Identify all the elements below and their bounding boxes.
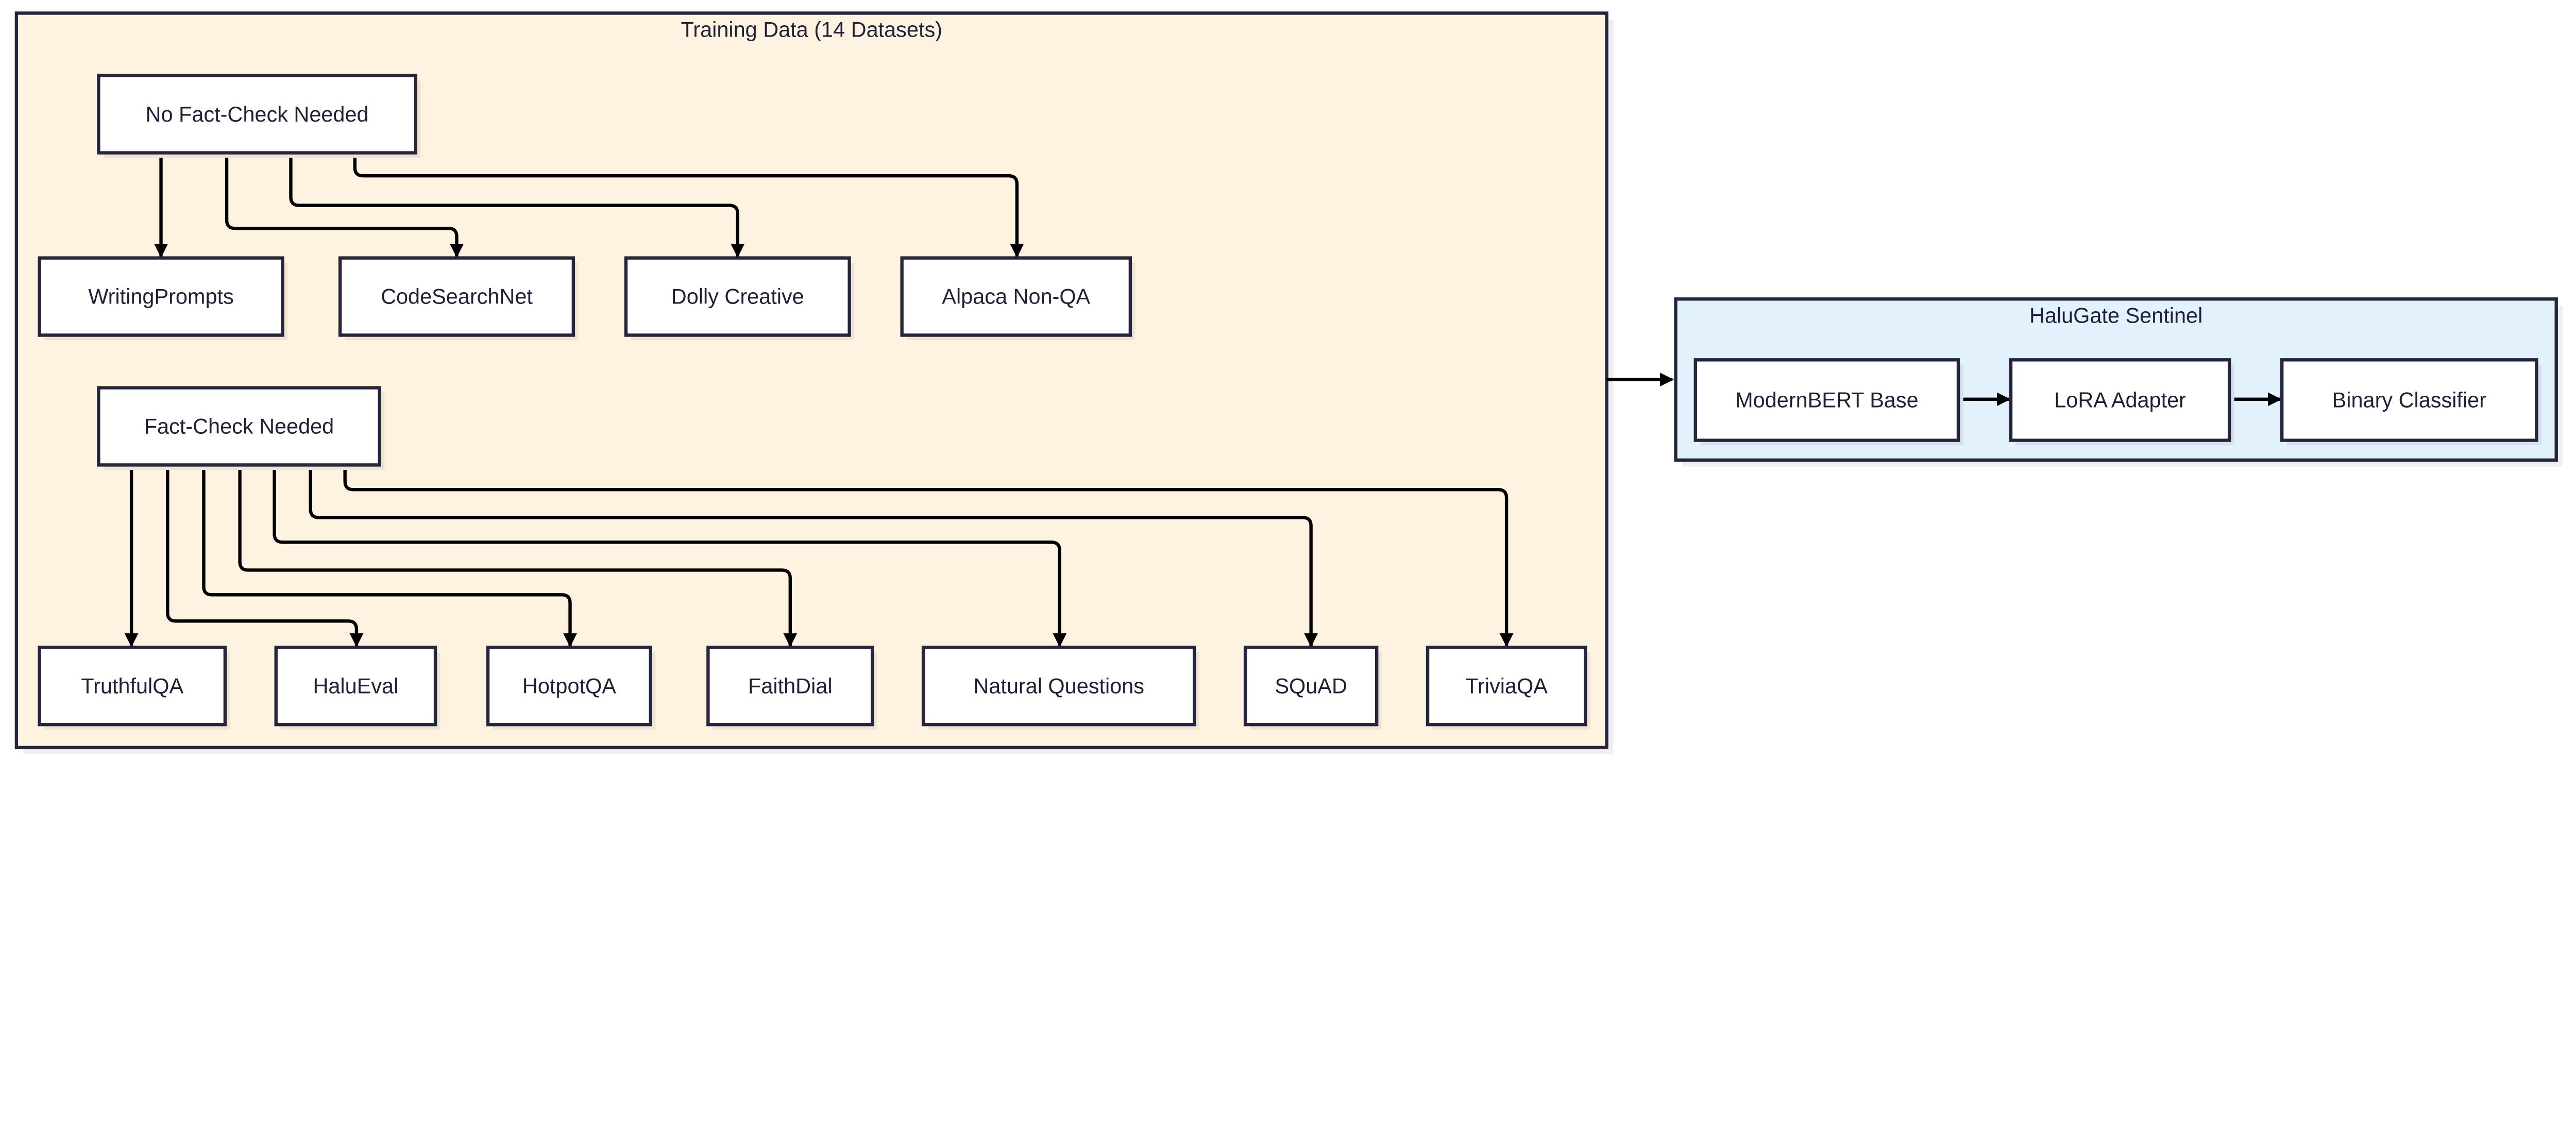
dataset-node-triviaqa[interactable]: TriviaQA [1426,646,1590,730]
fact-check-node-box [97,386,381,467]
dataset-node-codesearchnet-box [338,256,575,337]
dataset-node-natural-questions-label: Natural Questions [973,673,1144,698]
edge-fact-check-to-dataset-4 [273,465,1067,647]
edge-no-fact-check-to-dataset-3 [353,153,1024,258]
sentinel-stage-modernbert-base-box [1693,358,1960,442]
dataset-node-truthfulqa-box [38,646,227,727]
sentinel-stage-modernbert-base-label: ModernBERT Base [1735,388,1918,412]
dataset-node-codesearchnet-label: CodeSearchNet [381,284,533,309]
dataset-node-codesearchnet[interactable]: CodeSearchNet [338,256,579,341]
edge-no-fact-check-to-dataset-1 [225,153,464,258]
dataset-node-natural-questions[interactable]: Natural Questions [921,646,1199,730]
dataset-node-squad-box [1243,646,1379,727]
edge-fact-check-to-dataset-2 [202,465,577,647]
dataset-node-faithdial-box [706,646,874,727]
dataset-node-hotpotqa[interactable]: HotpotQA [486,646,656,730]
dataset-node-truthfulqa[interactable]: TruthfulQA [38,646,230,730]
edge-fact-check-to-dataset-1 [166,465,364,647]
sentinel-stage-lora-adapter-box [2009,358,2231,442]
dataset-node-halueval-label: HaluEval [313,673,398,698]
edge-no-fact-check-to-dataset-2 [289,153,745,258]
dataset-node-writingprompts[interactable]: WritingPrompts [38,256,288,341]
dataset-node-triviaqa-box [1426,646,1587,727]
no-fact-check-node-label: No Fact-Check Needed [146,102,369,126]
sentinel-stage-binary-classifier-box [2280,358,2538,442]
sentinel-stage-binary-classifier-label: Binary Classifier [2332,388,2487,412]
diagram: Training Data (14 Datasets) HaluGate Sent… [14,11,2563,754]
dataset-node-writingprompts-box [38,256,284,337]
dataset-node-natural-questions-box [921,646,1196,727]
sentinel-stage-binary-classifier[interactable]: Binary Classifier [2280,358,2542,446]
sentinel-stage-modernbert-base[interactable]: ModernBERT Base [1693,358,1963,446]
dataset-node-hotpotqa-label: HotpotQA [522,673,616,698]
no-fact-check-node-box [97,74,417,155]
edge-fact-check-to-dataset-5 [309,465,1318,647]
halugate-sentinel-cluster-title: HaluGate Sentinel [2029,303,2202,327]
dataset-node-writingprompts-label: WritingPrompts [88,284,233,309]
dataset-node-dolly-creative-box [624,256,851,337]
dataset-node-squad-label: SQuAD [1275,673,1347,698]
dataset-node-alpaca-non-qa[interactable]: Alpaca Non-QA [900,256,1136,341]
dataset-node-alpaca-non-qa-label: Alpaca Non-QA [942,284,1090,309]
training-data-cluster-title: Training Data (14 Datasets) [681,18,942,42]
dataset-node-squad[interactable]: SQuAD [1243,646,1382,730]
dataset-node-faithdial-label: FaithDial [748,673,833,698]
no-fact-check-node[interactable]: No Fact-Check Needed [97,74,421,158]
sentinel-stage-lora-adapter-label: LoRA Adapter [2054,388,2186,412]
sentinel-stage-lora-adapter[interactable]: LoRA Adapter [2009,358,2234,446]
dataset-node-dolly-creative[interactable]: Dolly Creative [624,256,855,341]
dataset-node-alpaca-non-qa-box [900,256,1132,337]
dataset-node-halueval-box [274,646,437,727]
dataset-node-triviaqa-label: TriviaQA [1465,673,1548,698]
dataset-node-dolly-creative-label: Dolly Creative [671,284,804,309]
dataset-node-faithdial[interactable]: FaithDial [706,646,877,730]
edge-fact-check-to-dataset-3 [238,465,798,647]
fact-check-node[interactable]: Fact-Check Needed [97,386,385,470]
dataset-node-halueval[interactable]: HaluEval [274,646,440,730]
dataset-node-hotpotqa-box [486,646,652,727]
fact-check-node-label: Fact-Check Needed [144,414,334,438]
edge-fact-check-to-dataset-6 [343,465,1514,647]
dataset-node-truthfulqa-label: TruthfulQA [81,673,183,698]
